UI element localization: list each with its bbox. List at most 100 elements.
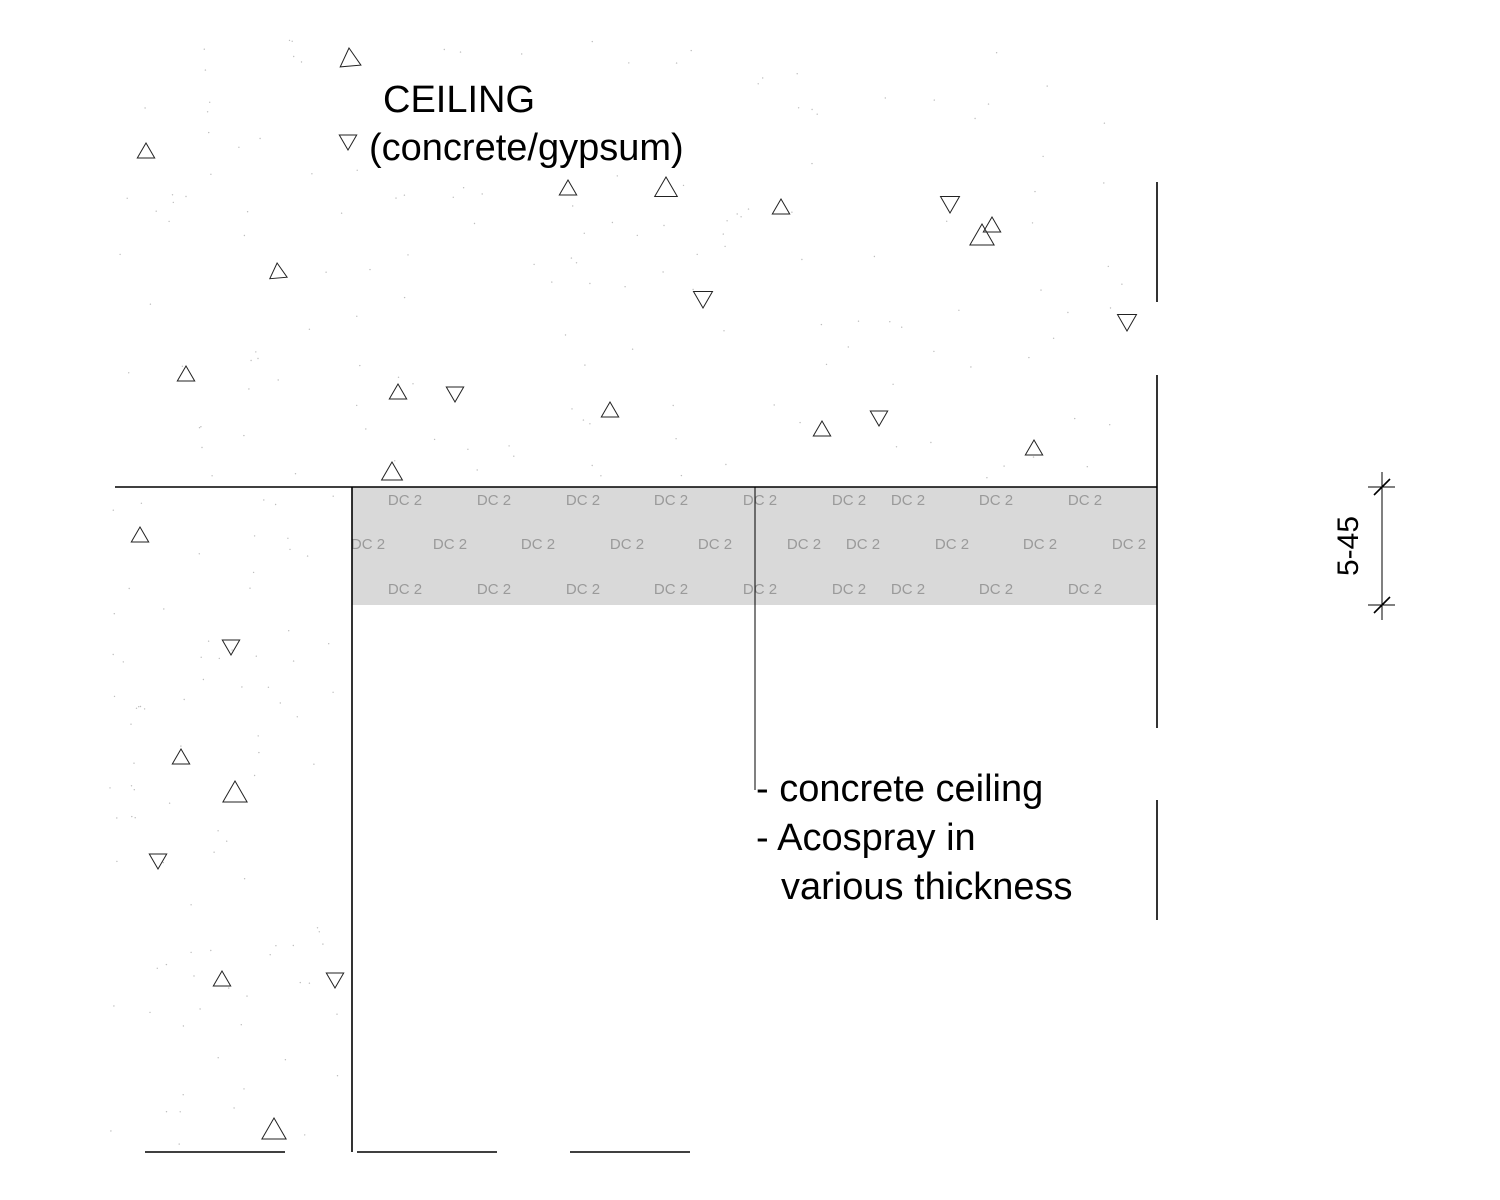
aggregate-dot [112,509,115,511]
aggregate-dot [791,211,793,213]
aggregate-dot [589,423,591,425]
aggregate-dot [287,537,289,539]
hatch-label: DC 2 [979,581,1013,598]
aggregate-dot [816,113,818,115]
hatch-label: DC 2 [832,492,866,509]
aggregate-dot [182,1094,184,1096]
aggregate-dot [412,383,414,385]
aggregate-dot [797,107,800,109]
aggregate-dot [403,296,406,299]
aggregate-dot [275,945,277,947]
aggregate-dot [723,330,725,332]
hatch-label: DC 2 [388,492,422,509]
aggregate-dot [600,475,602,477]
aggregate-triangle [445,386,465,403]
aggregate-dot [149,1011,151,1014]
aggregate-dot [508,445,510,447]
aggregate-dot [680,474,683,477]
dimension-text: 5-45 [1332,516,1365,576]
aggregate-dot [193,975,195,977]
aggregate-dot [692,288,694,291]
aggregate-dot [1121,283,1123,285]
aggregate-dot [892,383,894,385]
aggregate-dot [624,286,626,288]
aggregate-dot [263,499,265,501]
aggregate-dot [459,51,462,53]
aggregate-dot [1034,190,1036,193]
aggregate-dot [1032,456,1035,458]
aggregate-dot [322,943,324,945]
aggregate-dot [672,404,674,407]
aggregate-dot [356,404,358,407]
aggregate-dot [332,691,334,693]
aggregate-dot [318,931,320,933]
aggregate-triangle [222,779,248,803]
hatch-label: DC 2 [654,581,688,598]
aggregate-dot [583,232,585,234]
aggregate-dot [134,817,136,819]
aggregate-dot [140,502,143,504]
aggregate-dot [243,234,246,237]
aggregate-dot [308,328,311,330]
aggregate-dot [1109,307,1112,309]
aggregate-dot [292,660,295,662]
aggregate-dot [481,193,483,195]
dimension-tick [1373,478,1391,496]
aggregate-triangle [388,383,408,400]
aggregate-dot [200,656,202,658]
aggregate-dot [571,408,573,410]
hatch-label: DC 2 [891,492,925,509]
aggregate-dot [228,987,230,989]
aggregate-dot [209,101,211,104]
aggregate-dot [365,428,367,430]
aggregate-dot [682,184,685,187]
aggregate-dot [340,212,343,214]
aggregate-dot [884,97,886,99]
aggregate-dot [575,262,578,264]
aggregate-dot [210,173,212,175]
dimension-tick [1373,596,1391,614]
aggregate-dot [762,77,764,79]
aggregate-dot [757,83,759,85]
aggregate-dot [300,61,303,63]
aggregate-dot [128,372,130,374]
aggregate-triangle [325,972,345,989]
aggregate-dot [974,117,976,120]
aggregate-dot [165,1111,168,1113]
aggregate-dot [267,686,270,688]
ceiling-material-label: (concrete/gypsum) [369,127,684,169]
aggregate-dot [138,706,140,708]
aggregate-triangle [771,198,791,215]
aggregate-dot [1103,182,1105,184]
aggregate-dot [181,365,184,367]
aggregate-dot [1107,265,1110,268]
aggregate-dot [211,475,213,477]
aggregate-dot [284,1059,287,1061]
aggregate-dot [513,455,515,457]
aggregate-dot [356,169,358,171]
hatch-label: DC 2 [477,581,511,598]
aggregate-dot [257,357,259,360]
aggregate-dot [299,981,301,984]
aggregate-triangle [221,639,241,656]
aggregate-dot [207,640,210,642]
aggregate-dot [200,426,202,428]
aggregate-dot [131,815,133,818]
aggregate-dot [289,548,291,551]
note-line-2: - Acospray in [756,817,976,859]
aggregate-dot [987,103,990,105]
aggregate-dot [135,707,138,709]
aggregate-dot [110,1130,112,1132]
aggregate-dot [213,851,215,853]
aggregate-dot [901,326,903,328]
aggregate-dot [825,363,828,366]
aggregate-dot [394,460,396,462]
aggregate-dot [116,817,118,819]
aggregate-dot [1052,337,1055,339]
aggregate-dot [995,52,998,54]
aggregate-dot [796,73,798,75]
aggregate-dot [675,438,677,440]
aggregate-dot [311,173,313,175]
